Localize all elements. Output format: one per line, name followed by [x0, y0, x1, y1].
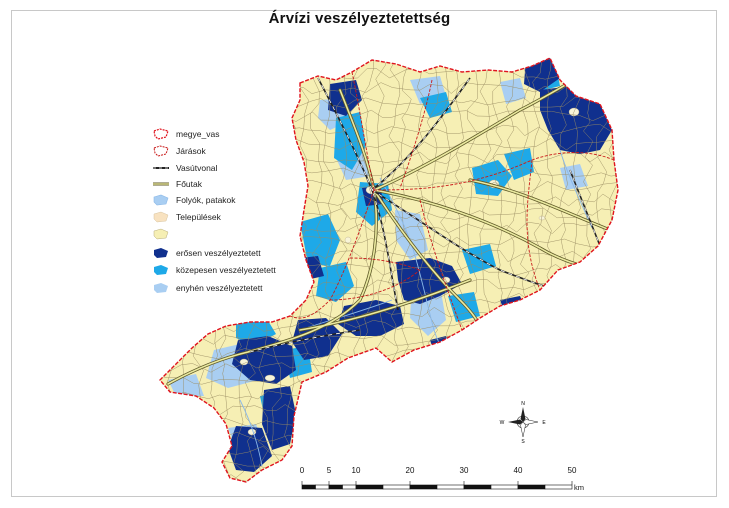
scale-segment [301, 484, 316, 490]
scale-segment [463, 484, 492, 490]
scale-segment [382, 484, 411, 490]
scale-segment [355, 484, 384, 490]
scale-tick-label: 5 [326, 466, 332, 475]
settlement-icon [152, 211, 170, 223]
legend-label: erősen veszélyeztetett [176, 248, 261, 258]
scale-segment [544, 484, 573, 490]
scale-segment [342, 484, 357, 490]
main-road-icon [152, 178, 170, 190]
scale-tick-label: 10 [351, 466, 361, 475]
legend-label: Települések [176, 212, 221, 222]
scale-tick-label: 50 [567, 466, 577, 475]
legend-item-folyo: Folyók, patakok [152, 194, 236, 206]
legend-item-alap [152, 228, 176, 240]
legend-label: megye_vas [176, 129, 220, 139]
south-label: S [521, 439, 525, 444]
map-title: Árvízi veszélyeztetettség [268, 10, 451, 27]
legend-label: Vasútvonal [176, 163, 218, 173]
east-label: E [542, 420, 546, 426]
base-area-icon [152, 228, 170, 240]
scale-segment [436, 484, 465, 490]
scale-tick-label: 20 [405, 466, 415, 475]
legend-label: Folyók, patakok [176, 195, 236, 205]
legend-item-telep: Települések [152, 211, 221, 223]
legend-item-jarasok: Járások [152, 145, 206, 157]
water-icon [152, 194, 170, 206]
scale-segment [490, 484, 519, 490]
legend-label: közepesen veszélyeztetett [176, 265, 276, 275]
legend-item-kozep: közepesen veszélyeztetett [152, 264, 276, 276]
north-label: N [521, 401, 525, 407]
scale-tick-label: 40 [513, 466, 523, 475]
legend-label: Járások [176, 146, 206, 156]
railways [249, 77, 601, 353]
legend-label: Főutak [176, 179, 202, 189]
scale-unit: km [574, 483, 584, 492]
scale-tick-label: 30 [459, 466, 469, 475]
county-boundary-icon [152, 128, 170, 140]
scale-tick-label: 0 [299, 466, 305, 475]
scale-segment [409, 484, 438, 490]
scale-segment [517, 484, 546, 490]
district-boundary-icon [152, 145, 170, 157]
district-boundaries [289, 71, 615, 331]
legend-item-enyhe: enyhén veszélyeztetett [152, 282, 262, 294]
legend-item-eros: erősen veszélyeztetett [152, 247, 261, 259]
light-icon [152, 282, 170, 294]
scale-bar: 0 5 10 20 30 40 50 km [298, 466, 598, 500]
scale-segment [315, 484, 330, 490]
legend-item-megye: megye_vas [152, 128, 219, 140]
medium-icon [152, 264, 170, 276]
legend-label: enyhén veszélyeztetett [176, 283, 263, 293]
west-label: W [500, 420, 505, 426]
railway-icon [152, 162, 170, 174]
scale-segment [328, 484, 343, 490]
strong-icon [152, 247, 170, 259]
legend-item-vasut: Vasútvonal [152, 162, 217, 174]
legend-item-fout: Főutak [152, 178, 202, 190]
north-arrow: N S E W [500, 401, 547, 444]
